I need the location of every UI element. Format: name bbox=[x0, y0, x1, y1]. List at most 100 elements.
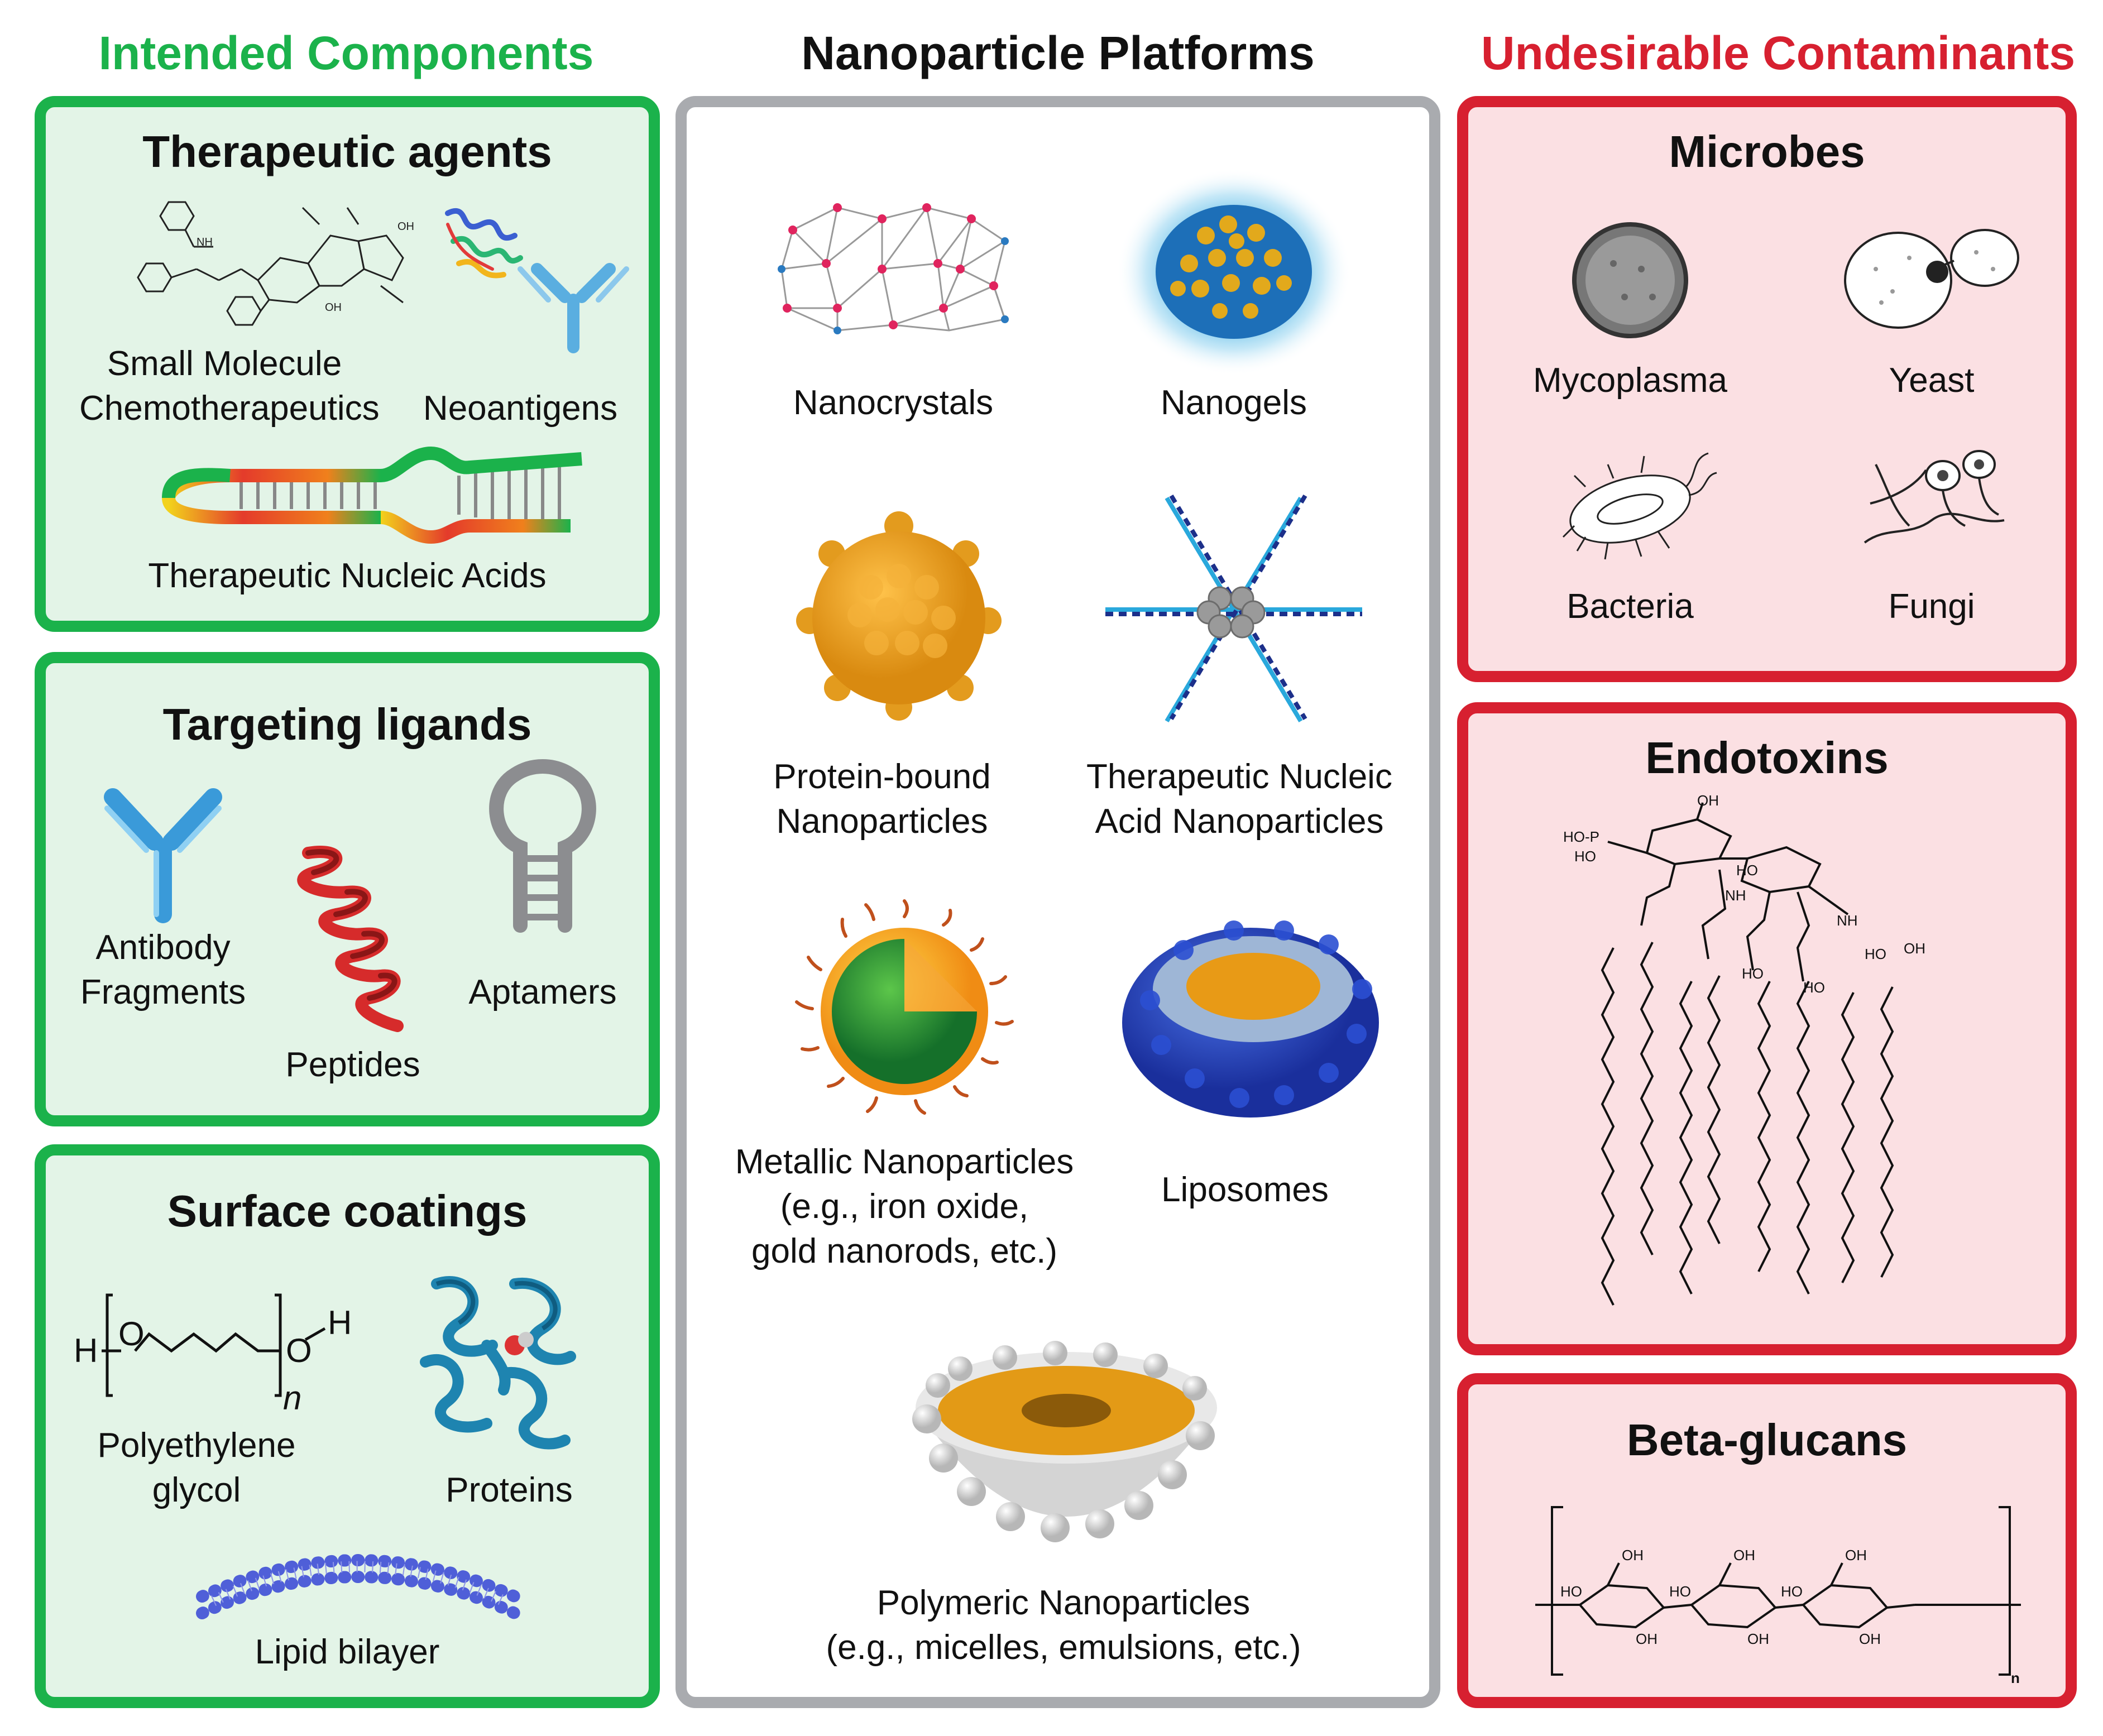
endotoxin-nh1: NH bbox=[1725, 887, 1746, 904]
nanoparticle-platforms-title: Nanoparticle Platforms bbox=[801, 27, 1315, 79]
polymeric-nanoparticle-icon bbox=[912, 1341, 1217, 1542]
protein-bound-label: Protein-bound Nanoparticles bbox=[742, 755, 1022, 844]
peptide-helix-icon bbox=[297, 846, 404, 1032]
polymeric-line-1: Polymeric Nanoparticles bbox=[876, 1584, 1251, 1622]
metallic-line-2: (e.g., iron oxide, bbox=[780, 1187, 1029, 1226]
peg-h-right: H bbox=[328, 1304, 352, 1341]
metallic-line-1: Metallic Nanoparticles bbox=[735, 1143, 1074, 1181]
beta-glucan-ho-1: HO bbox=[1560, 1583, 1582, 1600]
metallic-label: Metallic Nanoparticles (e.g., iron oxide… bbox=[709, 1140, 1100, 1274]
beta-glucan-structure-icon: OH OH OH HO HO HO OH OH OH n bbox=[1535, 1506, 2021, 1686]
antibody-fragment-icon bbox=[104, 788, 222, 923]
intended-components-title: Intended Components bbox=[98, 27, 594, 79]
nucleic-acids-label: Therapeutic Nucleic Acids bbox=[148, 557, 547, 595]
polymeric-line-2: (e.g., micelles, emulsions, etc.) bbox=[826, 1628, 1301, 1667]
antibody-line-1: Antibody bbox=[95, 928, 231, 967]
fungi-label: Fungi bbox=[1888, 587, 1975, 626]
beta-glucan-ho-2: HO bbox=[1669, 1583, 1691, 1600]
aptamer-icon bbox=[489, 759, 596, 933]
endotoxin-ho-p: HO-P bbox=[1563, 828, 1599, 845]
tna-line-2: Acid Nanoparticles bbox=[1095, 802, 1384, 841]
svg-text:OH: OH bbox=[397, 220, 414, 233]
antibody-line-2: Fragments bbox=[80, 973, 246, 1011]
peg-label: Polyethylene glycol bbox=[79, 1423, 314, 1513]
beta-glucan-oh-3: OH bbox=[1845, 1547, 1867, 1564]
aptamers-label: Aptamers bbox=[468, 973, 617, 1011]
nanocrystal-icon bbox=[778, 203, 1009, 334]
undesirable-contaminants-title: Undesirable Contaminants bbox=[1481, 27, 2076, 79]
targeting-ligands-title: Targeting ligands bbox=[162, 699, 532, 749]
nanoparticle-platforms-panel: Nanocrystals Nanogels bbox=[676, 96, 1440, 1708]
endotoxin-ho4: HO bbox=[1742, 965, 1764, 982]
endotoxin-ho5: HO bbox=[1803, 979, 1825, 996]
endotoxin-ho3: HO bbox=[1865, 946, 1886, 962]
paclitaxel-structure-icon: NH OH OH bbox=[137, 201, 414, 326]
endotoxin-nh2: NH bbox=[1837, 912, 1858, 929]
beta-glucans-title: Beta-glucans bbox=[1626, 1415, 1908, 1465]
yeast-icon bbox=[1844, 229, 2019, 329]
protein-ribbon-icon bbox=[420, 1276, 576, 1450]
endotoxin-oh3: OH bbox=[1904, 940, 1925, 957]
beta-glucan-oh-1: OH bbox=[1622, 1547, 1644, 1564]
targeting-ligands-panel: Targeting ligands Antibody Fragments bbox=[35, 652, 660, 1126]
peg-n: n bbox=[283, 1379, 301, 1417]
peg-line-1: Polyethylene bbox=[97, 1426, 296, 1465]
protein-bound-nanoparticle-icon bbox=[796, 511, 1002, 721]
protein-bound-line-2: Nanoparticles bbox=[776, 802, 988, 841]
bacteria-icon bbox=[1562, 452, 1717, 560]
svg-text:NH: NH bbox=[197, 236, 213, 248]
tna-nanoparticle-icon bbox=[1105, 494, 1362, 723]
lipid-bilayer-label: Lipid bilayer bbox=[255, 1633, 440, 1671]
peptides-label: Peptides bbox=[285, 1046, 420, 1084]
endotoxin-oh-top: OH bbox=[1697, 792, 1719, 809]
peg-o-right: O bbox=[286, 1332, 312, 1369]
small-molecule-label: Small Molecule Chemotherapeutics bbox=[79, 342, 380, 431]
small-molecule-line-1: Small Molecule bbox=[107, 344, 342, 383]
polymeric-label: Polymeric Nanoparticles (e.g., micelles,… bbox=[742, 1581, 1385, 1670]
svg-text:OH: OH bbox=[325, 301, 342, 314]
liposomes-label: Liposomes bbox=[1161, 1171, 1329, 1209]
endotoxin-structure-icon: OH HO-P HO NH HO NH HO OH HO HO bbox=[1563, 792, 1925, 1306]
fungi-icon bbox=[1864, 450, 2005, 544]
microbes-panel: Microbes Mycoplasma Yeast bbox=[1457, 96, 2077, 682]
peg-o-left: O bbox=[118, 1315, 145, 1353]
neoantigens-label: Neoantigens bbox=[423, 389, 618, 428]
beta-glucan-ho-3: HO bbox=[1781, 1583, 1803, 1600]
nucleic-acid-hairpin-icon bbox=[161, 446, 582, 544]
beta-glucan-n: n bbox=[2011, 1670, 2020, 1686]
beta-glucan-oh-2: OH bbox=[1733, 1547, 1755, 1564]
peg-line-2: glycol bbox=[152, 1471, 241, 1509]
beta-glucan-oh-6: OH bbox=[1859, 1631, 1881, 1647]
surface-coatings-title: Surface coatings bbox=[167, 1186, 528, 1236]
surface-coatings-panel: Surface coatings H O O H n bbox=[35, 1144, 660, 1708]
yeast-label: Yeast bbox=[1889, 361, 1975, 400]
endotoxins-title: Endotoxins bbox=[1645, 733, 1889, 783]
microbes-title: Microbes bbox=[1669, 127, 1865, 176]
neoantigen-protein-icon bbox=[445, 208, 629, 353]
mycoplasma-icon bbox=[1572, 222, 1688, 338]
metallic-nanoparticle-icon bbox=[795, 899, 1014, 1115]
liposome-icon bbox=[1122, 920, 1379, 1118]
lipid-bilayer-icon bbox=[196, 1554, 521, 1619]
therapeutic-agents-panel: Therapeutic agents NH OH OH bbox=[35, 96, 660, 632]
peg-structure-icon: H O O H n bbox=[74, 1293, 352, 1417]
endotoxin-ho2: HO bbox=[1736, 862, 1758, 879]
bacteria-label: Bacteria bbox=[1567, 587, 1694, 626]
tna-label: Therapeutic Nucleic Acid Nanoparticles bbox=[1072, 755, 1407, 844]
endotoxins-panel: Endotoxins OH HO-P HO NH bbox=[1457, 702, 2077, 1355]
endotoxin-ho: HO bbox=[1574, 848, 1596, 865]
small-molecule-line-2: Chemotherapeutics bbox=[79, 389, 380, 428]
protein-bound-line-1: Protein-bound bbox=[773, 757, 991, 796]
nanogels-label: Nanogels bbox=[1161, 383, 1307, 422]
tna-line-1: Therapeutic Nucleic bbox=[1086, 757, 1392, 796]
antibody-fragments-label: Antibody Fragments bbox=[68, 925, 258, 1015]
peg-h-left: H bbox=[74, 1332, 98, 1369]
proteins-label: Proteins bbox=[445, 1471, 573, 1509]
nanogel-icon bbox=[1117, 169, 1351, 375]
beta-glucan-oh-5: OH bbox=[1747, 1631, 1769, 1647]
mycoplasma-label: Mycoplasma bbox=[1533, 361, 1727, 400]
beta-glucan-oh-4: OH bbox=[1636, 1631, 1658, 1647]
nanocrystals-label: Nanocrystals bbox=[793, 383, 994, 422]
beta-glucans-panel: Beta-glucans OH OH OH HO HO HO OH OH bbox=[1457, 1373, 2077, 1708]
metallic-line-3: gold nanorods, etc.) bbox=[751, 1232, 1057, 1270]
